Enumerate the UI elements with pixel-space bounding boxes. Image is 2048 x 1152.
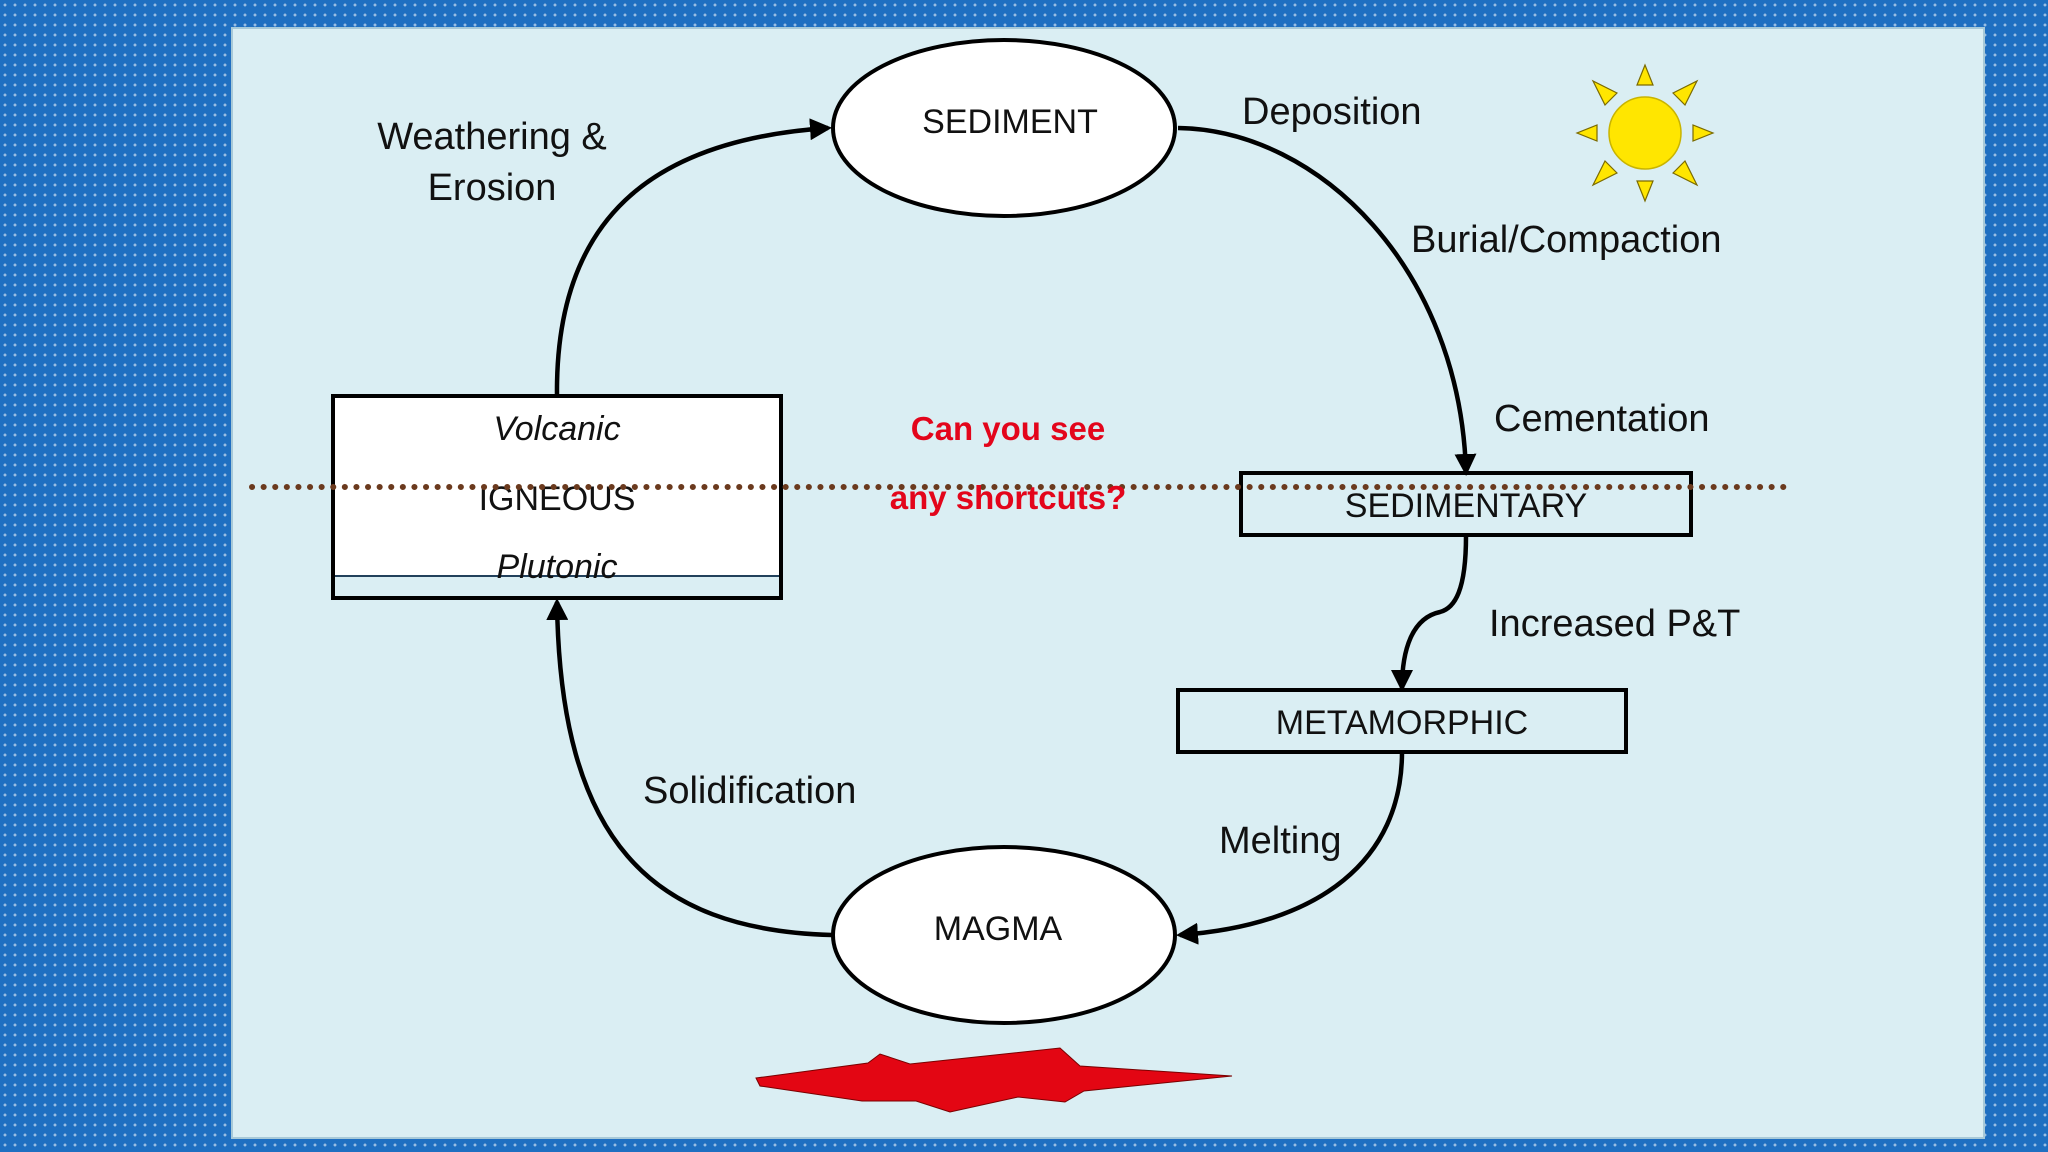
question-line1: Can you see (911, 410, 1105, 447)
plutonic-label: Plutonic (497, 548, 618, 586)
sun-icon (1575, 63, 1715, 203)
sedimentary-node (1239, 471, 1693, 537)
question-line2: any shortcuts? (890, 479, 1127, 516)
burial-label: Burial/Compaction (1411, 219, 1721, 261)
increased-pt-label: Increased P&T (1489, 603, 1740, 645)
weathering-label-line1: Weathering & (377, 116, 607, 158)
metamorphic-node (1176, 688, 1628, 754)
solidification-label: Solidification (643, 770, 856, 812)
deposition-label: Deposition (1242, 91, 1422, 133)
sediment-node (831, 38, 1177, 218)
cementation-label: Cementation (1494, 398, 1709, 440)
melting-label: Melting (1219, 820, 1342, 862)
arrow-sedimentary-to-metamorphic (1391, 535, 1469, 692)
heat-burst-icon (755, 1047, 1233, 1113)
arrow-igneous-to-sediment (554, 118, 832, 397)
arrow-magma-to-igneous (546, 598, 833, 938)
igneous-box (331, 394, 783, 600)
sedimentary-label: SEDIMENTARY (1345, 487, 1587, 525)
magma-node (831, 845, 1177, 1025)
magma-label: MAGMA (934, 910, 1063, 948)
metamorphic-label: METAMORPHIC (1276, 704, 1528, 742)
weathering-label-line2: Erosion (428, 167, 557, 209)
arrow-metamorphic-to-magma (1176, 751, 1405, 945)
volcanic-label: Volcanic (493, 410, 620, 448)
arrow-sediment-to-sedimentary (1177, 125, 1477, 476)
sediment-label: SEDIMENT (922, 103, 1098, 141)
